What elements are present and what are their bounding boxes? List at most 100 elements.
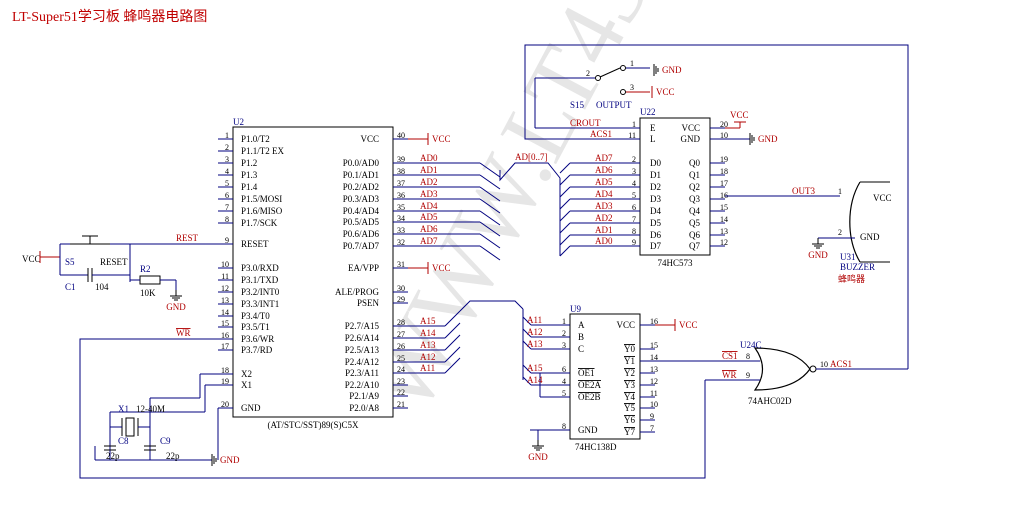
ad-bus-entry xyxy=(479,198,501,214)
decoder-pin-number: 4 xyxy=(562,377,566,386)
decoder-pin-number: 8 xyxy=(562,422,566,431)
mcu-pin-number: 25 xyxy=(397,354,405,363)
buzzer-pin-number: 2 xyxy=(838,228,842,237)
mcu-pin-name: RESET xyxy=(241,239,269,249)
latch-bus-entry xyxy=(559,222,571,234)
decoder-gnd-label: GND xyxy=(528,452,548,462)
latch-d-net-label: AD2 xyxy=(595,213,613,223)
decoder-pin-number: 1 xyxy=(562,317,566,326)
a-bus-entry xyxy=(444,346,461,363)
ad-net-label: AD3 xyxy=(420,189,438,199)
decoder-pin-number: 5 xyxy=(562,389,566,398)
ad-bus-entry xyxy=(479,221,501,237)
mcu-pin-number: 30 xyxy=(397,284,405,293)
latch-pin-name: D1 xyxy=(650,170,661,180)
decoder-ref: U9 xyxy=(570,304,581,314)
decoder-pin-number: 2 xyxy=(562,329,566,338)
decoder-pin-name: OE2B xyxy=(578,392,601,402)
decoder-pin-number: 10 xyxy=(650,400,658,409)
decoder-pin-number: 15 xyxy=(650,341,658,350)
decoder-pin-name: C xyxy=(578,344,584,354)
latch-ref: U22 xyxy=(640,107,656,117)
mcu-pin-name: P1.2 xyxy=(241,158,257,168)
latch-d-net-label: AD5 xyxy=(595,177,613,187)
gate-pin-number: 10 xyxy=(820,360,828,369)
latch-bus-entry xyxy=(559,210,571,222)
decoder-pin-number: 9 xyxy=(650,412,654,421)
mcu-pin-name: P0.5/AD5 xyxy=(343,217,380,227)
a-net-label: A11 xyxy=(420,363,435,373)
gate-ref: U24C xyxy=(740,340,762,350)
a-bus-entry xyxy=(444,334,461,351)
mcu-pin-number: 22 xyxy=(397,388,405,397)
latch-pin-name: Q4 xyxy=(689,206,700,216)
gate-part: 74AHC02D xyxy=(748,396,792,406)
reset-resistor xyxy=(139,275,161,285)
decoder-part: 74HC138D xyxy=(575,442,617,452)
latch-d-net-label: AD3 xyxy=(595,201,613,211)
latch-vcc-label: VCC xyxy=(730,110,749,120)
reset-gnd-label: GND xyxy=(166,302,186,312)
a-bus-entry xyxy=(444,310,461,327)
decoder-body xyxy=(569,313,641,440)
latch-pin-number: 12 xyxy=(720,238,728,247)
diagram-title: LT-Super51学习板 蜂鸣器电路图 xyxy=(12,10,208,25)
ad-bus-entry xyxy=(479,162,501,178)
ad-net-label: AD6 xyxy=(420,224,438,234)
a-dec-net-label: A15 xyxy=(527,363,543,373)
mcu-pin-number: 37 xyxy=(397,179,405,188)
buzzer-cn-label: 蜂鸣器 xyxy=(838,273,865,284)
switch-pin-number: 1 xyxy=(630,59,634,68)
mcu-pin-number: 13 xyxy=(221,296,229,305)
reset-cap-ref: C1 xyxy=(65,282,76,292)
out3-net-label: OUT3 xyxy=(792,186,815,196)
decoder-pin-name: Y2 xyxy=(624,368,635,378)
switch-ref: S15 xyxy=(570,100,585,110)
mcu-pin-number: 5 xyxy=(225,179,229,188)
latch-pin-number: 14 xyxy=(720,215,728,224)
nor-gate-bubble xyxy=(809,365,817,373)
latch-pin-name: D0 xyxy=(650,158,661,168)
mcu-pin-name: P3.1/TXD xyxy=(241,275,279,285)
mcu-pin-name: PSEN xyxy=(357,298,380,308)
mcu-pin-number: 9 xyxy=(225,236,229,245)
buzzer-gnd-pin: GND xyxy=(860,232,880,242)
ad-bus-entry xyxy=(479,186,501,202)
mcu-pin-name: P2.2/A10 xyxy=(345,380,380,390)
a-bus-entry xyxy=(522,364,532,374)
latch-part: 74HC573 xyxy=(657,258,693,268)
mcu-pin-name: P2.7/A15 xyxy=(345,321,380,331)
latch-pin-name: Q0 xyxy=(689,158,700,168)
decoder-pin-name: Y1 xyxy=(624,356,635,366)
latch-pin-name: D6 xyxy=(650,230,661,240)
latch-pin-number: 5 xyxy=(632,191,636,200)
decoder-pin-name: GND xyxy=(578,425,598,435)
decoder-pin-number: 13 xyxy=(650,365,658,374)
a-bus-entry xyxy=(522,340,532,350)
crystal-ref: X1 xyxy=(118,404,129,414)
mcu-pin-name: EA/VPP xyxy=(348,263,379,273)
reset-vcc-label: VCC xyxy=(22,254,41,264)
buzzer-body xyxy=(849,181,861,263)
mcu-pin-name: P0.6/AD6 xyxy=(343,229,380,239)
mcu-pin-name: P1.5/MOSI xyxy=(241,194,282,204)
mcu-pin-name: P0.3/AD3 xyxy=(343,194,380,204)
latch-pin-number: 18 xyxy=(720,167,728,176)
crout-net-label: CROUT xyxy=(570,118,601,128)
decoder-vcc-label: VCC xyxy=(679,320,698,330)
latch-pin-name: D4 xyxy=(650,206,661,216)
decoder-pin-name: Y7 xyxy=(624,427,635,437)
mcu-pin-number: 11 xyxy=(221,272,229,281)
buzzer-vcc-pin: VCC xyxy=(873,193,892,203)
decoder-pin-number: 3 xyxy=(562,341,566,350)
wr-loop-wire xyxy=(79,338,706,479)
latch-pin-number: 1 xyxy=(632,120,636,129)
buzzer-gnd-label: GND xyxy=(808,250,828,260)
mcu-pin-name: P1.6/MISO xyxy=(241,206,283,216)
mcu-pin-number: 8 xyxy=(225,215,229,224)
mcu-pin-number: 38 xyxy=(397,167,405,176)
decoder-pin-name: OE1 xyxy=(578,368,595,378)
latch-pin-number: 11 xyxy=(628,131,636,140)
mcu-pin-name: P1.3 xyxy=(241,170,258,180)
